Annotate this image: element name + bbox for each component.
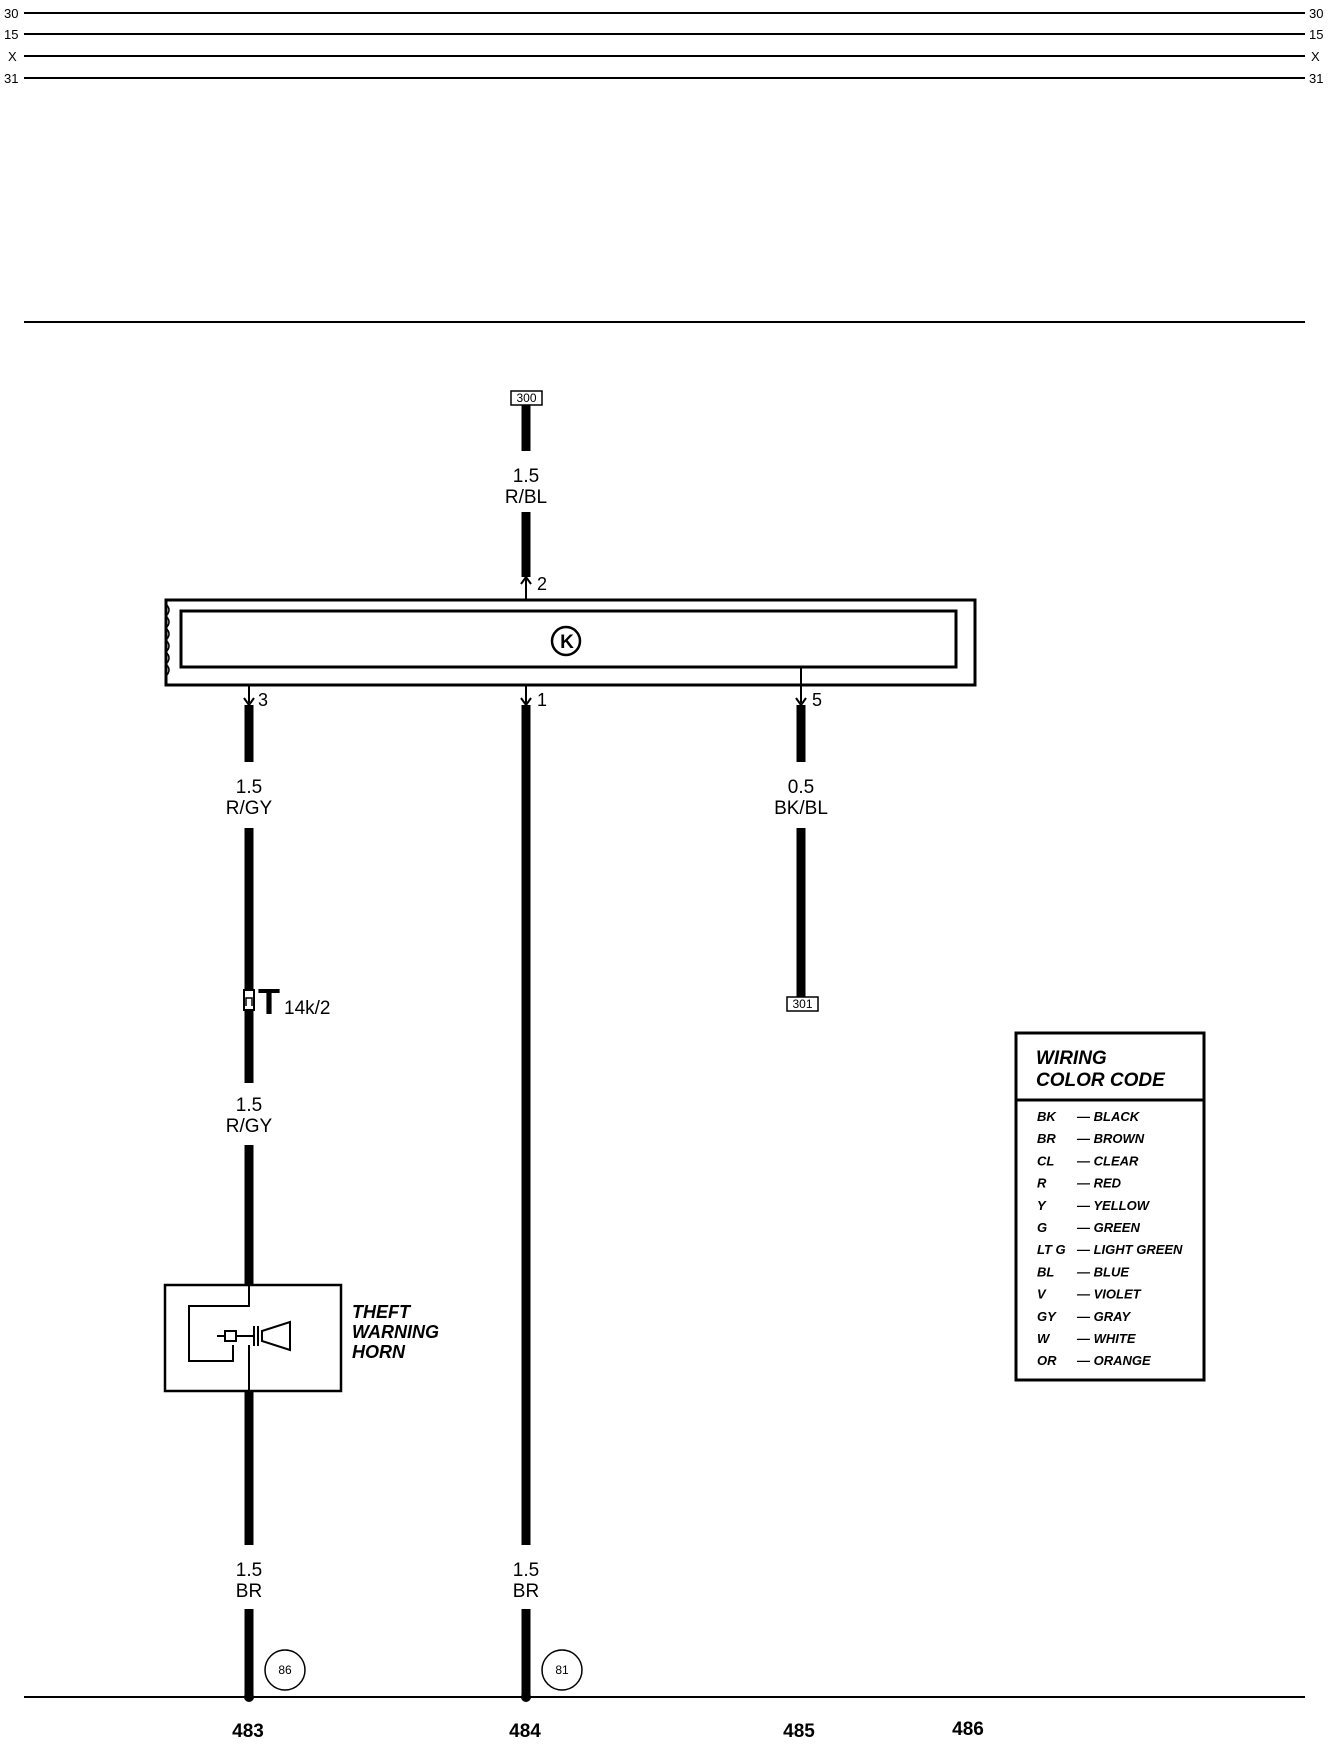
legend-row-code: R: [1037, 1176, 1047, 1191]
ground-point-mid: [541, 1649, 583, 1691]
legend-row-name: — VIOLET: [1076, 1287, 1142, 1302]
legend-row-name: — WHITE: [1076, 1331, 1136, 1346]
bus-label-left-15: 15: [4, 27, 18, 42]
horn-label-line-3: HORN: [352, 1342, 406, 1362]
legend-row-code: CL: [1037, 1153, 1054, 1168]
legend-row-name: — CLEAR: [1076, 1153, 1139, 1168]
control-unit-break-mark: [164, 603, 170, 677]
legend-row-code: V: [1037, 1287, 1047, 1302]
wire-pin3-upper-color: R/GY: [226, 798, 273, 819]
legend-title-line-2: COLOR CODE: [1036, 1070, 1166, 1091]
legend-row-code: GY: [1037, 1309, 1057, 1324]
pin-2-arrow-icon: [520, 575, 532, 585]
wire-bottom-left-color: BR: [236, 1581, 262, 1602]
wire-bottom-mid-size: 1.5: [513, 1560, 539, 1581]
legend-row-name: — ORANGE: [1076, 1353, 1151, 1368]
pin-3-label: 3: [258, 690, 268, 710]
legend-title-line-1: WIRING: [1036, 1048, 1107, 1069]
ground-point-mid-number: 81: [555, 1663, 569, 1677]
wire-pin3-lower-size: 1.5: [236, 1095, 262, 1116]
connector-name: T: [258, 981, 280, 1022]
wire-pin3-lower-color: R/GY: [226, 1116, 273, 1137]
bus-label-left-30: 30: [4, 6, 18, 21]
legend-box: [1014, 1031, 1206, 1382]
control-unit-symbol: K: [560, 632, 574, 653]
wire-pin3-upper-size: 1.5: [236, 777, 262, 798]
reference-box-right: [786, 996, 819, 1012]
legend-row-code: Y: [1037, 1198, 1047, 1213]
reference-301: 301: [786, 996, 819, 1012]
column-number-486: 486: [952, 1719, 984, 1740]
bus-label-left-x: X: [8, 49, 17, 64]
wire-pin5-color: BK/BL: [774, 798, 828, 819]
legend-row-name: — BLACK: [1076, 1109, 1141, 1124]
horn-label-line-1: THEFT: [352, 1302, 412, 1322]
column-number-484: 484: [509, 1721, 541, 1742]
wiring-color-code-legend: WIRING COLOR CODE BK — BLACK BR — BROWN CL — …: [1014, 1031, 1206, 1382]
ground-point-left-number: 86: [278, 1663, 292, 1677]
legend-row-code: BR: [1037, 1131, 1056, 1146]
horn-label-line-2: WARNING: [352, 1322, 439, 1342]
legend-rows: BK — BLACK BR — BROWN CL — CLEAR R — RED Y — YELL…: [1037, 1109, 1183, 1368]
wire-pin5-size: 0.5: [788, 777, 814, 798]
bus-label-right-30: 30: [1309, 6, 1323, 21]
wire-top-size: 1.5: [513, 466, 539, 487]
legend-row-code: LT G: [1037, 1242, 1066, 1257]
column-number-485: 485: [783, 1721, 815, 1742]
ground-point-left: [264, 1649, 306, 1691]
reference-right-number: 301: [792, 997, 812, 1011]
pin-2-label: 2: [537, 574, 547, 594]
bus-label-right-31: 31: [1309, 71, 1323, 86]
control-unit: K: [164, 598, 977, 687]
legend-row-name: — GRAY: [1076, 1309, 1132, 1324]
legend-row-name: — RED: [1076, 1176, 1122, 1191]
legend-row-code: G: [1037, 1220, 1047, 1235]
legend-row-name: — YELLOW: [1076, 1198, 1151, 1213]
reference-300: 300: [510, 390, 543, 406]
control-unit-outer-box: [164, 598, 977, 687]
horn-icon: [188, 1285, 291, 1391]
bus-label-right-x: X: [1311, 49, 1320, 64]
legend-row-name: — LIGHT GREEN: [1076, 1242, 1183, 1257]
control-unit-circle-k-icon: K: [550, 625, 582, 657]
wire-top-color: R/BL: [505, 487, 547, 508]
bus-label-right-15: 15: [1309, 27, 1323, 42]
legend-row-name: — BROWN: [1076, 1131, 1145, 1146]
legend-row-code: BK: [1037, 1109, 1057, 1124]
connector-t-icon: [243, 989, 255, 1011]
bus-label-left-31: 31: [4, 71, 18, 86]
pin-1-label: 1: [537, 690, 547, 710]
column-number-483: 483: [232, 1721, 264, 1742]
theft-warning-horn: THEFT WARNING HORN: [163, 1283, 439, 1393]
bus-lines: 30 15 X 31 30 15 X 31: [4, 6, 1323, 86]
control-unit-inner-box: [179, 609, 958, 669]
legend-row-code: OR: [1037, 1353, 1057, 1368]
legend-row-name: — BLUE: [1076, 1264, 1129, 1279]
legend-row-code: W: [1037, 1331, 1051, 1346]
pin-5-label: 5: [812, 690, 822, 710]
legend-row-name: — GREEN: [1076, 1220, 1140, 1235]
legend-row-code: BL: [1037, 1264, 1054, 1279]
connector-sub: 14k/2: [284, 998, 330, 1019]
wire-bottom-left-size: 1.5: [236, 1560, 262, 1581]
wire-bottom-mid-color: BR: [513, 1581, 539, 1602]
reference-top-number: 300: [516, 391, 536, 405]
